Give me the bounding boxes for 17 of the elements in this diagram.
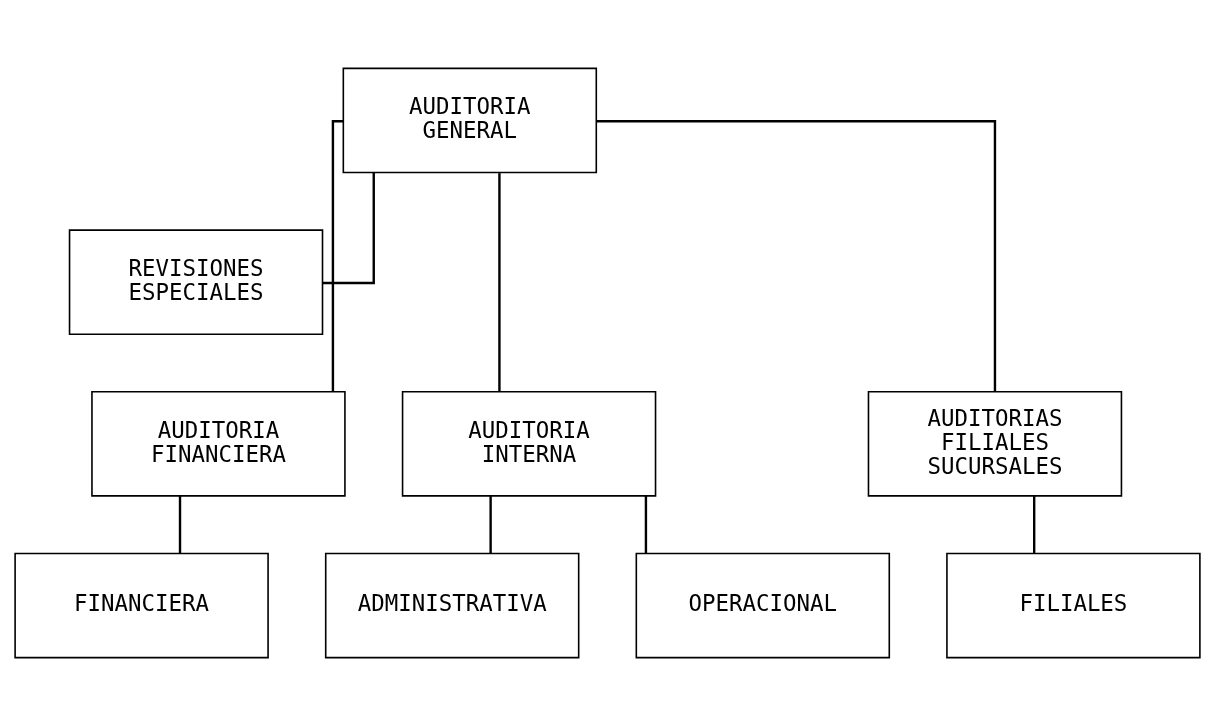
node-box: AUDITORIA GENERAL — [342, 67, 598, 174]
node-box: FINANCIERA — [14, 552, 269, 659]
connector — [331, 120, 344, 392]
connector — [489, 495, 492, 554]
node-box: REVISIONES ESPECIALES — [68, 229, 324, 335]
connector — [1033, 495, 1036, 554]
connector — [644, 495, 648, 554]
connector — [498, 173, 501, 392]
node-box: AUDITORIA INTERNA — [401, 391, 657, 497]
node-box: AUDITORIAS FILIALES SUCURSALES — [867, 391, 1123, 497]
node-box: AUDITORIA FINANCIERA — [91, 391, 346, 497]
connector — [178, 495, 182, 554]
connector — [596, 120, 997, 392]
node-box: ADMINISTRATIVA — [324, 552, 580, 659]
node-box: OPERACIONAL — [635, 552, 891, 659]
node-box: FILIALES — [946, 552, 1201, 659]
connector — [322, 172, 375, 285]
